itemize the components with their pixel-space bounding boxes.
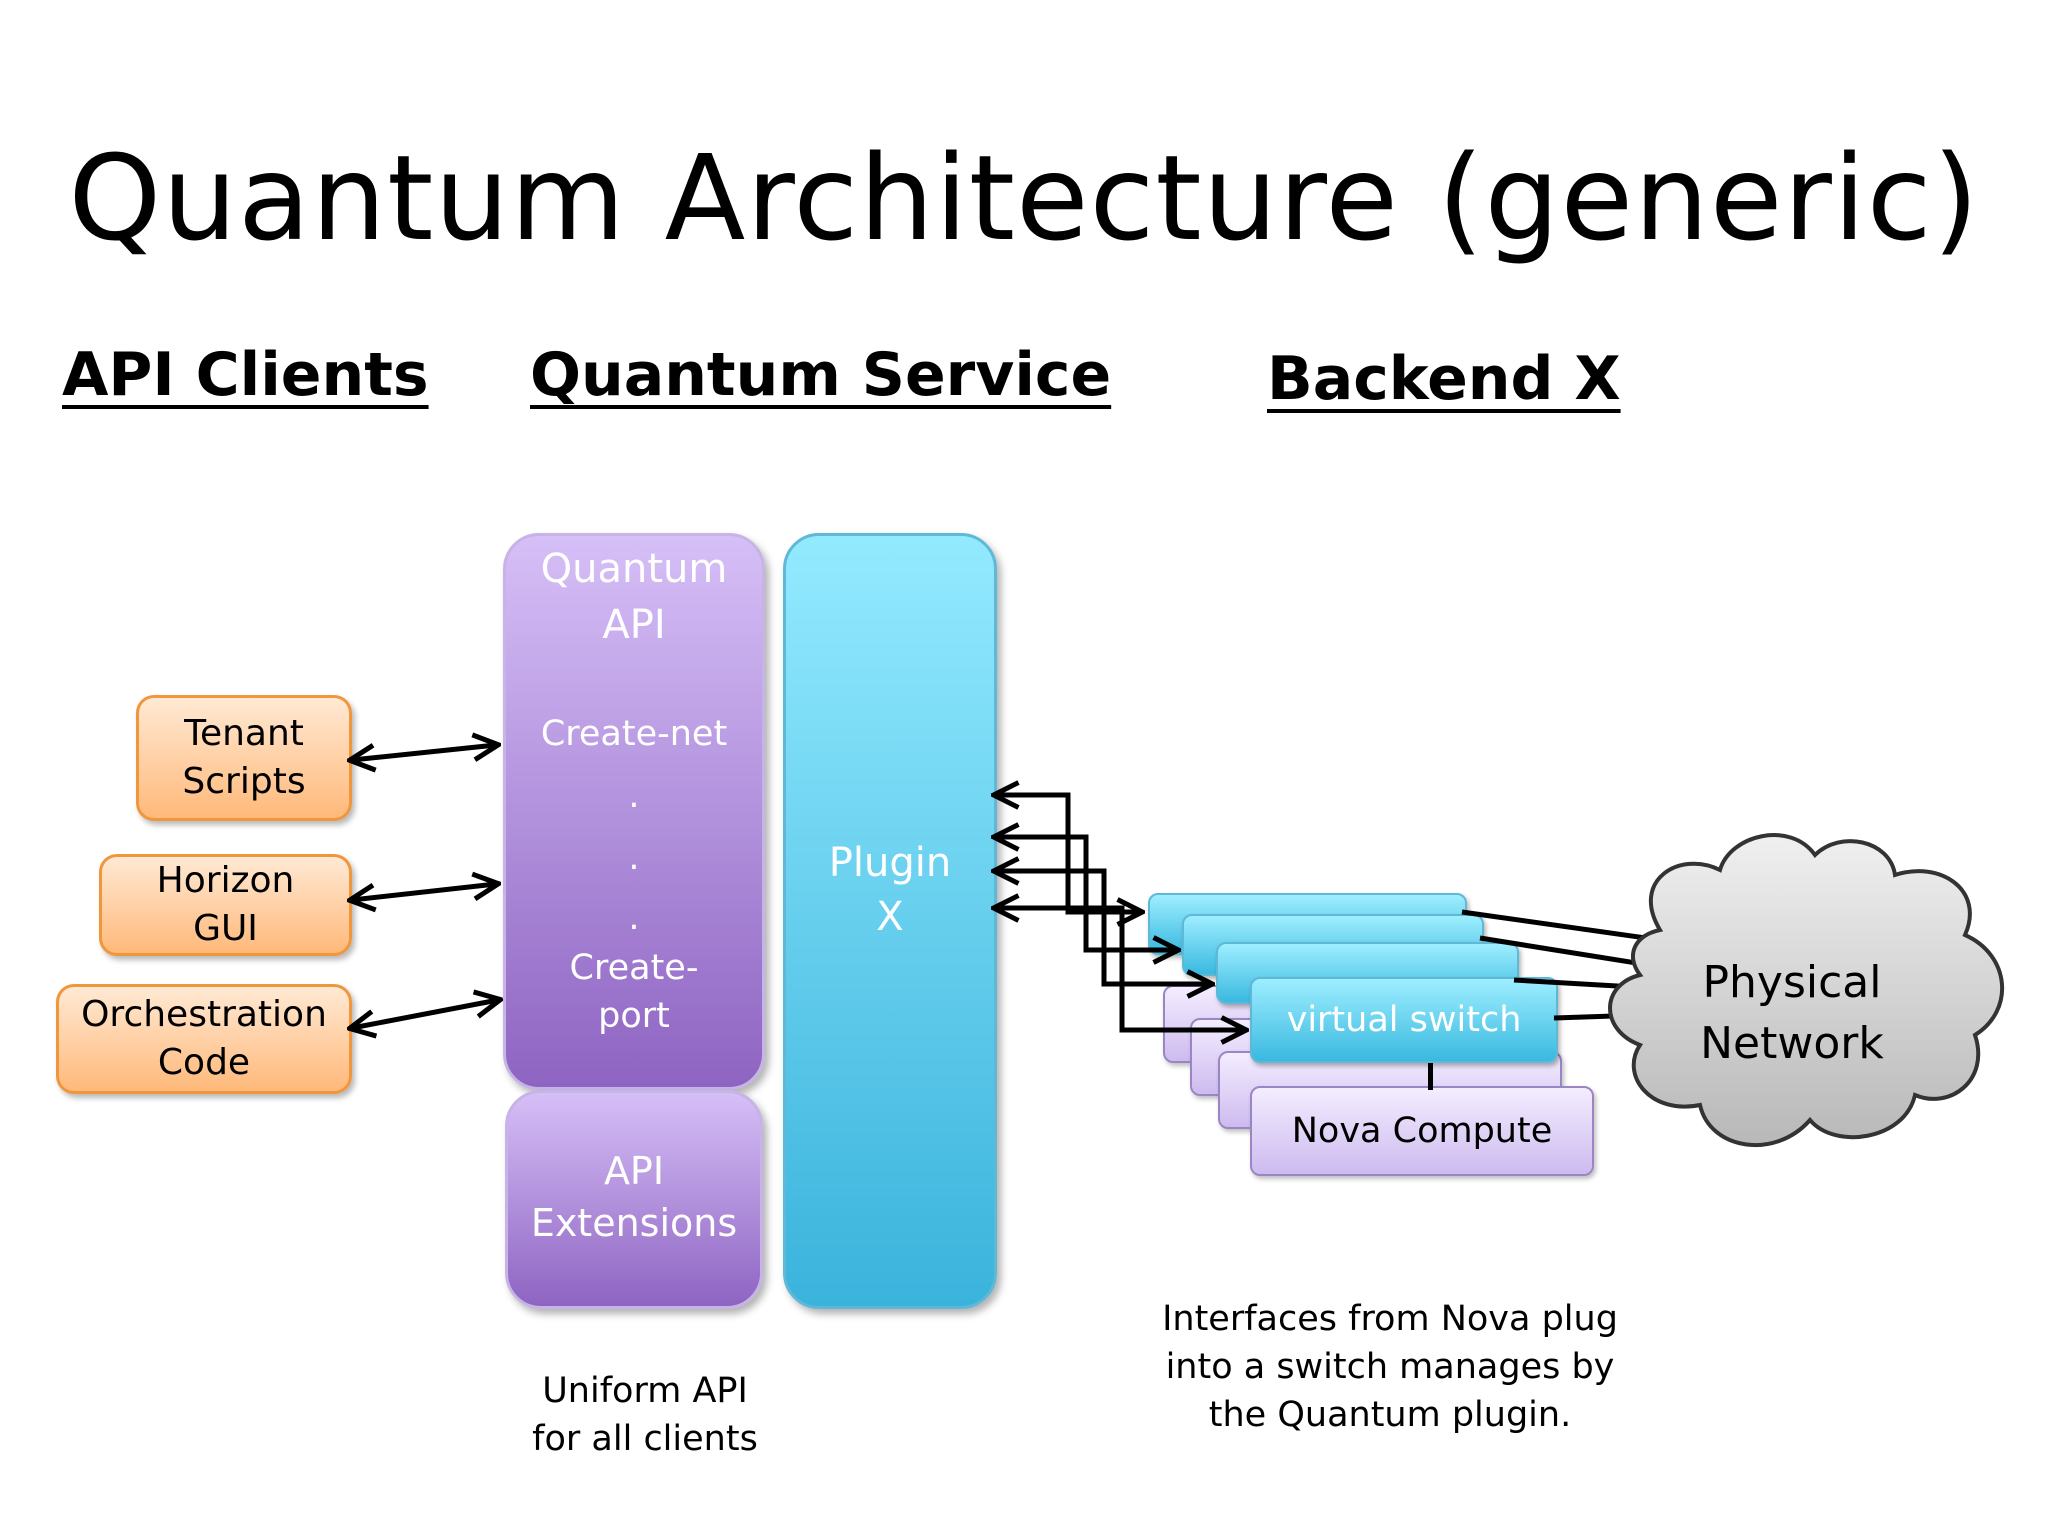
plugin-switch-arrow xyxy=(996,871,1210,984)
switch-network-link xyxy=(1553,1013,1615,1021)
nova-compute-label: Nova Compute xyxy=(1291,1111,1553,1151)
client-horizon-gui: Horizon GUI xyxy=(99,854,352,956)
api-extensions-line1: API xyxy=(603,1149,665,1193)
quantum-api-title-line1: Quantum xyxy=(540,546,728,592)
plugin-switch-arrow xyxy=(996,908,1244,1030)
client-tenant-scripts: Tenant Scripts xyxy=(136,695,352,821)
virtual-switch-card: virtual switch xyxy=(1250,977,1558,1063)
plugin-switch-arrow xyxy=(996,837,1176,950)
client-label-line2: Code xyxy=(157,1042,251,1083)
api-clients-heading: API Clients xyxy=(62,340,429,410)
ellipsis-dot: . xyxy=(628,776,640,816)
client-label-line2: Scripts xyxy=(182,761,306,802)
virtual-switch-label: virtual switch xyxy=(1286,1000,1522,1040)
create-port-label-line2: port xyxy=(598,996,670,1036)
ellipsis-dot: . xyxy=(628,898,640,938)
client-label-line1: Tenant xyxy=(184,713,304,754)
quantum-api-block: Quantum API Create-net . . . Create- por… xyxy=(503,533,765,1090)
client-label-line1: Horizon xyxy=(156,860,295,901)
plugin-label-line2: X xyxy=(876,894,904,940)
quantum-api-title-line2: API xyxy=(602,602,666,648)
nova-compute-card: Nova Compute xyxy=(1250,1086,1594,1176)
caption-line: for all clients xyxy=(532,1419,758,1459)
plugin-x-block: Plugin X xyxy=(783,533,997,1309)
plugin-switch-arrow xyxy=(996,795,1140,912)
ellipsis-dot: . xyxy=(628,838,640,878)
physical-network-cloud: Physical Network xyxy=(1608,833,2005,1147)
uniform-api-caption: Uniform API for all clients xyxy=(480,1367,810,1463)
client-api-arrow xyxy=(352,1000,498,1028)
create-port-label-line1: Create- xyxy=(569,948,699,988)
quantum-service-heading: Quantum Service xyxy=(530,340,1112,410)
physical-network-label-line2: Network xyxy=(1700,1018,1884,1069)
backend-caption: Interfaces from Nova plug into a switch … xyxy=(1130,1295,1650,1439)
create-net-label: Create-net xyxy=(540,714,728,754)
physical-network-label-line1: Physical xyxy=(1703,957,1882,1008)
client-label-line1: Orchestration xyxy=(81,994,327,1035)
caption-line: Uniform API xyxy=(542,1371,748,1411)
plugin-label-line1: Plugin xyxy=(828,840,952,886)
slide-title: Quantum Architecture (generic) xyxy=(68,129,1980,267)
api-extensions-block: API Extensions xyxy=(505,1090,763,1309)
caption-line: into a switch manages by xyxy=(1165,1347,1615,1387)
client-api-arrow xyxy=(352,884,496,900)
backend-x-heading: Backend X xyxy=(1267,344,1621,414)
api-extensions-line2: Extensions xyxy=(530,1201,738,1245)
client-orchestration-code: Orchestration Code xyxy=(56,984,352,1094)
client-label-line2: GUI xyxy=(193,908,258,949)
switch-nova-connector xyxy=(1428,1060,1433,1090)
switch-network-link xyxy=(1479,935,1656,969)
caption-line: the Quantum plugin. xyxy=(1208,1395,1572,1435)
caption-line: Interfaces from Nova plug xyxy=(1162,1299,1618,1339)
client-api-arrow xyxy=(352,745,496,760)
switch-network-link xyxy=(1461,909,1661,943)
